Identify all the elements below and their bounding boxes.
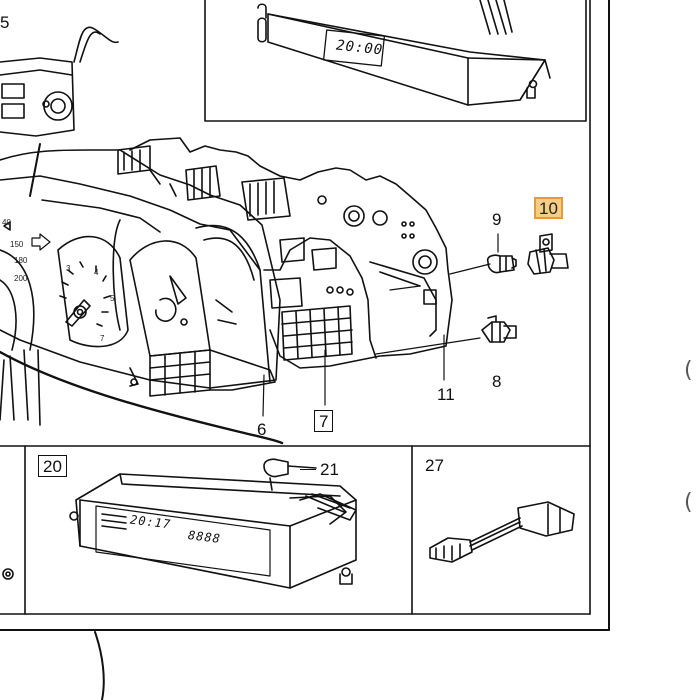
callout-11: 11	[437, 385, 455, 404]
callout-21: 21	[320, 460, 339, 479]
printed-circuit-board	[117, 137, 453, 369]
tacho-mark-7: 7	[100, 334, 105, 343]
bulb-holder-8-drawing	[481, 315, 517, 343]
callout-6: 6	[257, 420, 267, 439]
callout-8: 8	[492, 372, 502, 391]
tacho-mark-4: 4	[94, 268, 99, 277]
speed-mark-180: 180	[14, 256, 28, 265]
bulb-9-drawing	[486, 254, 517, 274]
callout-10-highlighted[interactable]: 10	[534, 197, 563, 219]
bulb-holder-10-drawing	[527, 233, 569, 275]
tacho-mark-3: 3	[66, 264, 71, 273]
callout-5: 5	[0, 13, 10, 32]
callout-7: 7	[314, 410, 334, 432]
speed-mark-200: 200	[14, 274, 28, 283]
instrument-cluster	[0, 149, 281, 426]
page-frame	[0, 0, 610, 700]
speed-mark-40: 40	[2, 218, 11, 227]
callout-21-leader	[300, 469, 316, 471]
top-clock-module	[257, 0, 551, 106]
leader-lines	[262, 233, 499, 417]
left-part-remnant	[2, 568, 14, 580]
speed-mark-150: 150	[10, 240, 24, 249]
tacho-mark-5: 5	[110, 294, 115, 303]
cluster-connector-block	[129, 349, 276, 397]
edge-mark-upper: (	[684, 358, 693, 383]
callout-9: 9	[492, 210, 502, 229]
upper-left-switch	[0, 26, 119, 137]
lcd-display-module	[69, 458, 357, 589]
wiring-harness	[429, 501, 575, 563]
callout-27: 27	[425, 456, 444, 475]
callout-20: 20	[38, 455, 67, 477]
edge-mark-lower: (	[684, 490, 693, 515]
instrument-cable	[0, 143, 284, 445]
